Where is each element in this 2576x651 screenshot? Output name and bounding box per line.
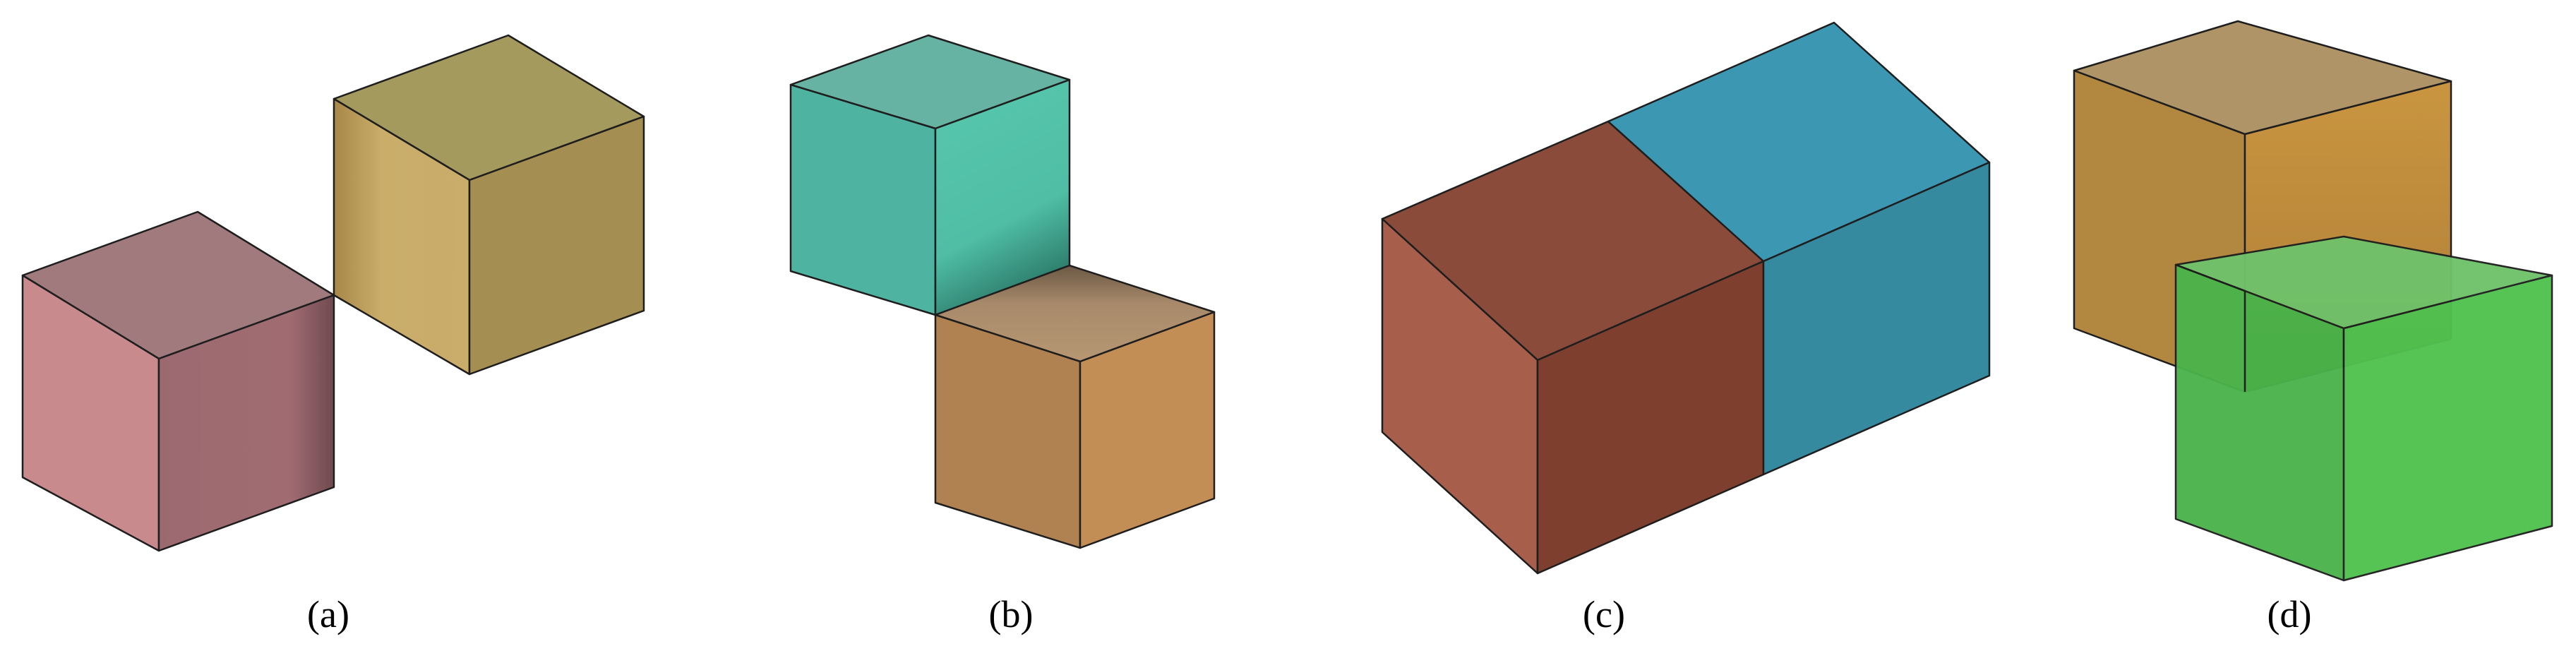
cube-c1-brown — [1381, 120, 1765, 575]
cube-c2-right-face — [1762, 161, 1991, 476]
cube-b1-teal — [789, 34, 1071, 316]
panel-d: (d) — [2073, 20, 2553, 635]
panel-b: (b) — [789, 34, 1216, 635]
cube-a1-pink — [21, 210, 335, 552]
caption-b: (b) — [989, 593, 1034, 635]
panel-a: (a) — [21, 34, 645, 635]
cube-d2-right-face — [2342, 274, 2553, 582]
cube-c2-blue — [1607, 21, 1991, 476]
caption-d: (d) — [2268, 593, 2312, 635]
cube-a1-right-face — [157, 294, 335, 552]
caption-a: (a) — [307, 593, 349, 635]
cube-b2-tan — [934, 264, 1216, 549]
cube-d2-green-transparent — [2174, 235, 2553, 582]
cube-a2-olive — [333, 34, 645, 376]
cube-a2-right-face — [468, 115, 645, 376]
cube-b2-right-face — [1079, 311, 1216, 549]
hidden-edge-d1 — [2175, 263, 2246, 392]
cube-d1-hidden-edges — [2175, 263, 2246, 392]
panel-c: (c) — [1381, 21, 1991, 635]
caption-c: (c) — [1583, 593, 1625, 635]
